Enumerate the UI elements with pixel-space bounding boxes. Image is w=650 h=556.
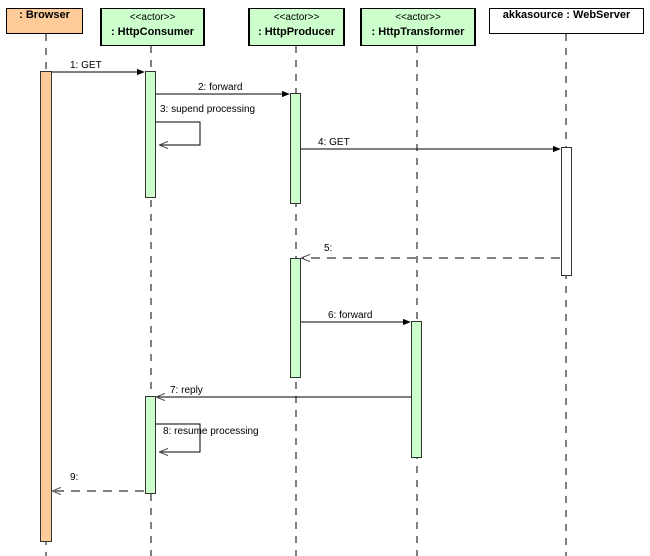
activation-bar-browser[interactable] (40, 71, 52, 542)
message-label-7: 7: reply (170, 385, 203, 396)
activation-bar-httpproducer[interactable] (290, 93, 301, 204)
lifeline-name-httpconsumer: : HttpConsumer (110, 25, 195, 38)
activation-bar-httpproducer[interactable] (290, 258, 301, 378)
activation-bar-httptransformer[interactable] (411, 321, 422, 458)
message-arrow-3[interactable] (156, 121, 201, 145)
message-label-9: 9: (70, 472, 79, 483)
message-arrow-8[interactable] (156, 423, 201, 452)
message-layer (52, 68, 561, 491)
lifeline-header-browser[interactable]: : Browser (6, 8, 83, 34)
lifeline-layer (45, 34, 567, 556)
lifeline-header-httpproducer[interactable]: <<actor>> : HttpProducer (248, 8, 345, 46)
stereotype-label-httpconsumer: <<actor>> (129, 12, 176, 23)
lifeline-header-httpconsumer[interactable]: <<actor>> : HttpConsumer (100, 8, 205, 46)
message-label-4: 4: GET (318, 137, 350, 148)
message-label-3: 3: supend processing (160, 104, 256, 115)
activation-bar-webserver[interactable] (561, 147, 572, 276)
message-label-6: 6: forward (328, 310, 373, 321)
activation-bar-httpconsumer[interactable] (145, 396, 156, 494)
stereotype-label-httptransformer: <<actor>> (395, 12, 441, 23)
lifeline-header-webserver[interactable]: akkasource : WebServer (489, 8, 644, 34)
lifeline-header-httptransformer[interactable]: <<actor>> : HttpTransformer (360, 8, 476, 46)
lifeline-name-browser: : Browser (19, 9, 70, 21)
message-label-8: 8: resume processing (163, 426, 259, 437)
message-label-1: 1: GET (70, 60, 102, 71)
message-label-5: 5: (324, 243, 333, 254)
message-label-2: 2: forward (198, 82, 243, 93)
stereotype-label-httpproducer: <<actor>> (273, 12, 320, 23)
activation-bar-httpconsumer[interactable] (145, 71, 156, 198)
lifeline-name-httpproducer: : HttpProducer (258, 25, 335, 38)
lifeline-name-httptransformer: : HttpTransformer (371, 25, 465, 38)
lifeline-name-webserver: akkasource : WebServer (502, 9, 631, 21)
